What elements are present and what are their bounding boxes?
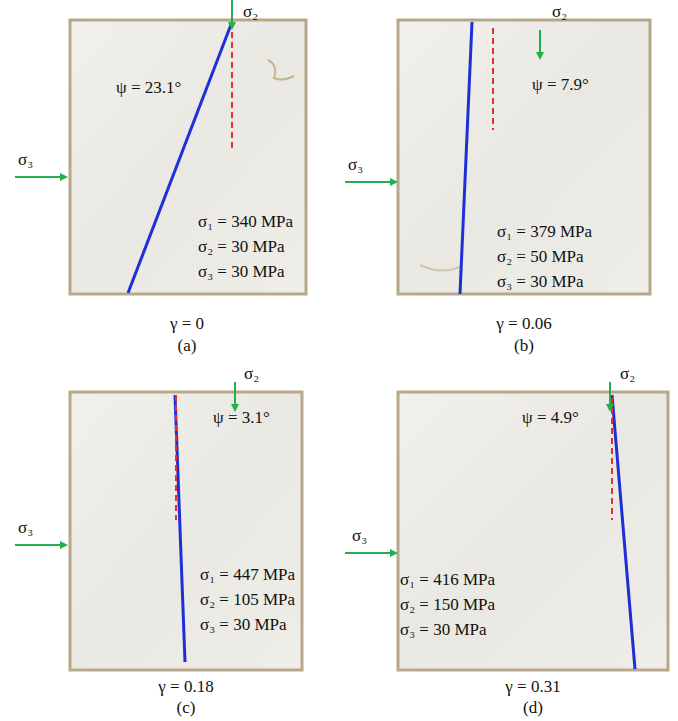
stress-symbol: σ₃ xyxy=(18,150,33,170)
gamma-value: γ = 0.31 xyxy=(505,677,560,697)
reference-line xyxy=(176,22,612,520)
stress-value: σ₃ = 30 MPa xyxy=(200,615,287,635)
panel-letter: (b) xyxy=(514,336,534,356)
stress-value: σ₁ = 447 MPa xyxy=(200,565,295,585)
stress-value: σ₃ = 30 MPa xyxy=(497,272,584,292)
angle-label: ψ = 23.1° xyxy=(116,78,181,98)
gamma-value: γ = 0.06 xyxy=(496,314,551,334)
stress-symbol: σ₂ xyxy=(243,2,258,22)
rock-specimen xyxy=(70,20,668,670)
stress-value: σ₂ = 50 MPa xyxy=(497,247,584,267)
stress-symbol: σ₂ xyxy=(244,364,259,384)
panel-letter: (d) xyxy=(523,698,543,718)
fracture-line xyxy=(128,22,635,669)
stress-value: σ₁ = 416 MPa xyxy=(400,570,495,590)
angle-label: ψ = 4.9° xyxy=(522,408,579,428)
stress-value: σ₂ = 105 MPa xyxy=(200,590,295,610)
angle-label: ψ = 7.9° xyxy=(532,75,589,95)
angle-label: ψ = 3.1° xyxy=(213,408,270,428)
stress-value: σ₂ = 30 MPa xyxy=(198,237,285,257)
gamma-value: γ = 0.18 xyxy=(158,677,213,697)
panel-letter: (c) xyxy=(177,698,196,718)
stress-symbol: σ₂ xyxy=(620,364,635,384)
stress-symbol: σ₂ xyxy=(552,2,567,22)
gamma-value: γ = 0 xyxy=(170,314,204,334)
stress-symbol: σ₃ xyxy=(348,155,363,175)
stress-value: σ₃ = 30 MPa xyxy=(198,262,285,282)
stress-value: σ₃ = 30 MPa xyxy=(400,620,487,640)
stress-value: σ₂ = 150 MPa xyxy=(400,595,495,615)
stress-value: σ₁ = 340 MPa xyxy=(198,212,293,232)
load-arrow xyxy=(15,0,610,553)
stress-symbol: σ₃ xyxy=(18,518,33,538)
panel-letter: (a) xyxy=(178,336,197,356)
stress-symbol: σ₃ xyxy=(352,526,367,546)
stress-value: σ₁ = 379 MPa xyxy=(497,222,592,242)
